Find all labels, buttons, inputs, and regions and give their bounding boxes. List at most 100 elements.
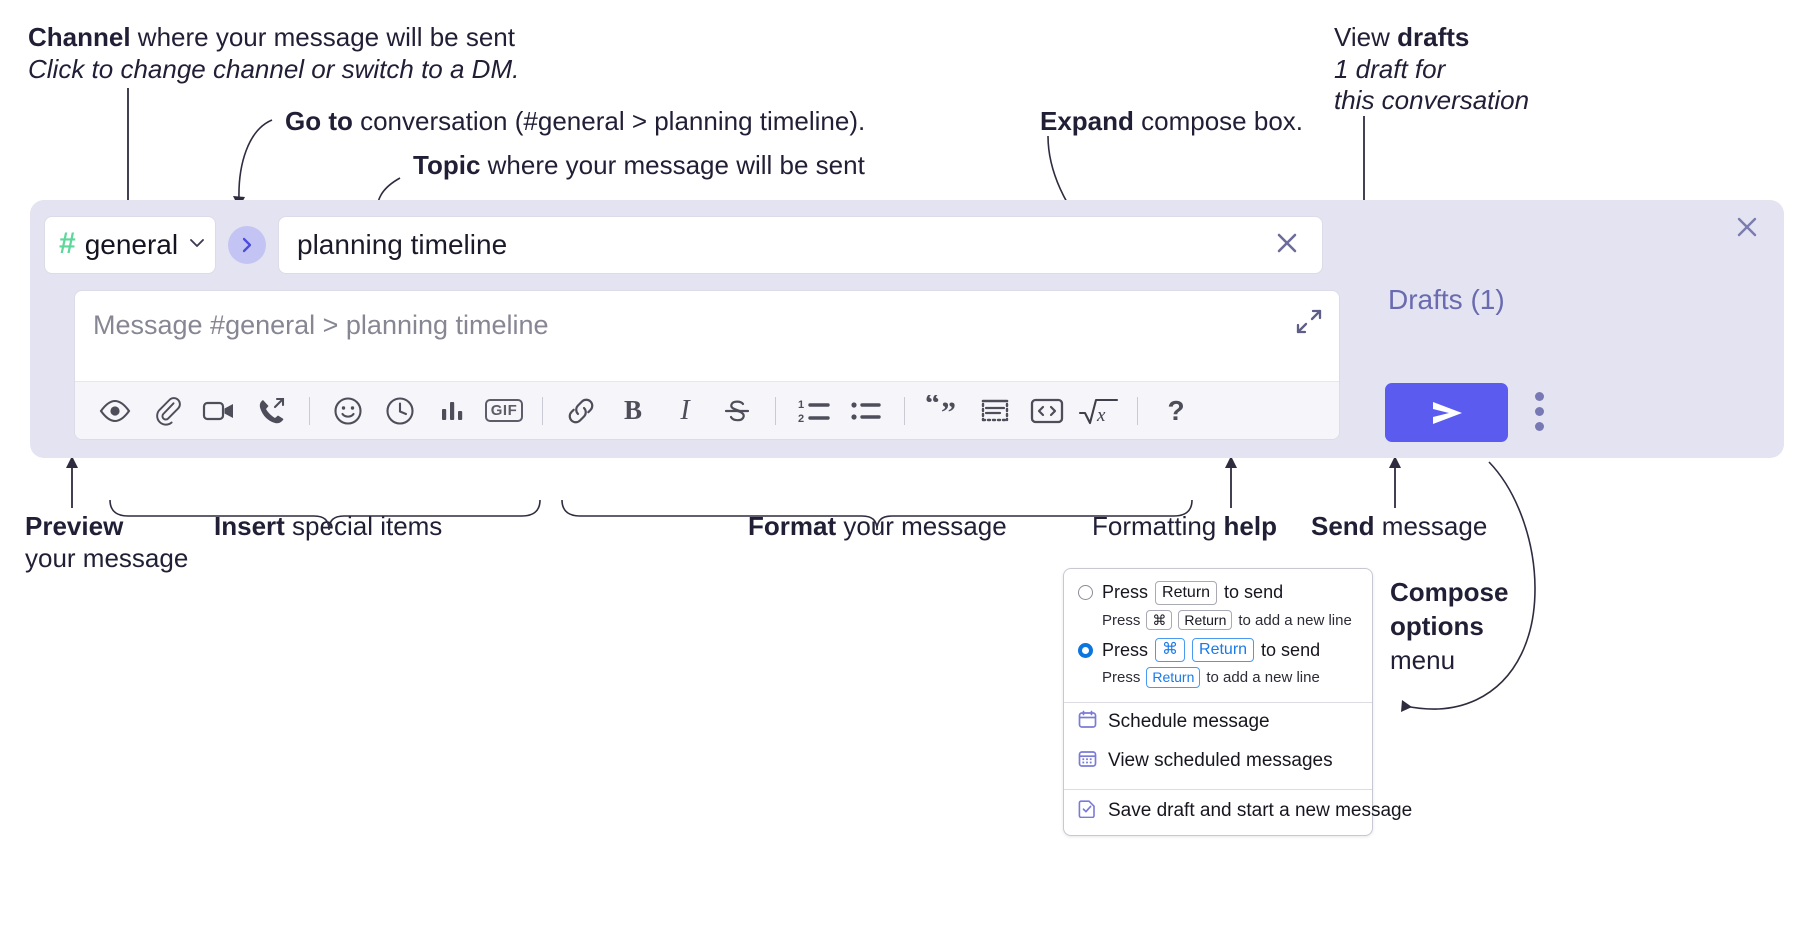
channel-selector-button[interactable]: # general	[44, 216, 216, 274]
code-block-icon[interactable]	[969, 389, 1021, 433]
annotation-channel-sub: Click to change channel or switch to a D…	[28, 53, 520, 84]
svg-text:x: x	[1096, 405, 1106, 426]
annotation-drafts-sub2: this conversation	[1334, 85, 1530, 116]
gif-icon[interactable]: GIF	[478, 389, 530, 433]
toolbar-divider	[542, 396, 543, 425]
annotation-topic-strong: Topic	[413, 150, 481, 180]
close-icon[interactable]	[1732, 212, 1762, 247]
annotation-topic-rest: where your message will be sent	[480, 150, 865, 180]
option2-prefix: Press	[1102, 639, 1149, 660]
bold-label: B	[623, 395, 642, 425]
menu-divider	[1064, 788, 1372, 790]
compose-options-menu-button[interactable]	[1535, 392, 1544, 431]
annotation-expand: Expand compose box.	[1040, 106, 1303, 138]
annotation-send-strong: Send	[1311, 511, 1375, 541]
video-camera-icon[interactable]	[193, 389, 245, 433]
send-option-return-sub: Press ⌘ Return to add a new line	[1064, 607, 1372, 637]
expand-compose-icon[interactable]	[1293, 305, 1325, 342]
option1-sub-key-return: Return	[1178, 609, 1233, 631]
bulleted-list-icon[interactable]	[840, 389, 892, 433]
annotation-expand-rest: compose box.	[1133, 106, 1304, 136]
formatting-help-icon[interactable]: ?	[1150, 389, 1202, 433]
calendar-grid-icon	[1078, 749, 1097, 774]
toolbar-divider	[309, 396, 310, 425]
go-to-conversation-button[interactable]	[228, 226, 266, 264]
annotation-goto: Go to conversation (#general > planning …	[285, 106, 865, 138]
menu-item-view-scheduled[interactable]: View scheduled messages	[1064, 742, 1372, 781]
code-icon[interactable]	[1021, 389, 1073, 433]
preview-eye-icon[interactable]	[89, 389, 141, 433]
radio-unselected-icon[interactable]	[1078, 585, 1093, 601]
annotation-drafts-sub1: 1 draft for	[1334, 53, 1446, 84]
drafts-link[interactable]: Drafts (1)	[1388, 284, 1505, 315]
kebab-dot	[1535, 392, 1544, 401]
send-paper-plane-icon	[1432, 401, 1462, 424]
audio-call-icon[interactable]	[245, 389, 297, 433]
svg-text:1: 1	[798, 399, 804, 411]
math-icon[interactable]: x	[1073, 389, 1125, 433]
send-option-cmd-return-label: Press ⌘ Return to send	[1102, 638, 1320, 663]
option1-key-return: Return	[1155, 581, 1218, 605]
annotation-compose-options: Compose options menu	[1390, 576, 1508, 677]
annotation-channel-rest: where your message will be sent	[130, 22, 515, 52]
menu-item-view-scheduled-label: View scheduled messages	[1108, 750, 1333, 772]
message-input-box[interactable]: Message #general > planning timeline	[74, 290, 1340, 440]
poll-bar-chart-icon[interactable]	[426, 389, 478, 433]
chevron-down-icon	[187, 233, 207, 258]
toolbar-divider	[904, 396, 905, 425]
menu-item-schedule-label: Schedule message	[1108, 711, 1270, 733]
annotation-compose-line1: Compose	[1390, 577, 1509, 607]
option1-prefix: Press	[1102, 582, 1149, 603]
annotation-send-rest: message	[1374, 511, 1488, 541]
italic-icon[interactable]: I	[659, 389, 711, 433]
strikethrough-icon[interactable]	[711, 389, 763, 433]
annotation-help-strong: help	[1223, 511, 1277, 541]
option2-sub-suffix: to add a new line	[1206, 669, 1320, 687]
option1-suffix: to send	[1224, 582, 1284, 603]
annotation-preview-sub: your message	[25, 542, 189, 573]
channel-name-label: general	[84, 229, 179, 260]
annotation-preview-strong: Preview	[25, 511, 124, 541]
emoji-smiley-icon[interactable]	[322, 389, 374, 433]
option2-key-return: Return	[1192, 638, 1255, 663]
annotation-compose-line2: options	[1390, 610, 1484, 641]
option2-sub-prefix: Press	[1102, 669, 1141, 687]
annotation-drafts-strong: drafts	[1397, 22, 1470, 52]
send-option-cmd-return-sub: Press Return to add a new line	[1064, 664, 1372, 694]
send-option-return[interactable]: Press Return to send	[1064, 579, 1372, 607]
annotation-send: Send message	[1311, 511, 1487, 543]
topic-input[interactable]: planning timeline	[278, 216, 1323, 274]
message-placeholder: Message #general > planning timeline	[93, 310, 549, 340]
send-button[interactable]	[1385, 383, 1508, 442]
attachment-paperclip-icon[interactable]	[141, 389, 193, 433]
send-option-cmd-return[interactable]: Press ⌘ Return to send	[1064, 636, 1372, 664]
option2-key-cmd: ⌘	[1155, 638, 1186, 663]
italic-label: I	[680, 394, 690, 426]
clear-topic-icon[interactable]	[1270, 226, 1304, 265]
link-icon[interactable]	[555, 389, 607, 433]
radio-selected-icon[interactable]	[1078, 642, 1093, 658]
option1-sub-prefix: Press	[1102, 611, 1141, 629]
kebab-dot	[1535, 422, 1544, 431]
topic-value: planning timeline	[297, 229, 508, 260]
clock-icon[interactable]	[374, 389, 426, 433]
hash-icon: #	[59, 227, 76, 260]
annotation-goto-rest: conversation (#general > planning timeli…	[352, 106, 866, 136]
bold-icon[interactable]: B	[607, 389, 659, 433]
blockquote-icon[interactable]: “”	[917, 389, 969, 433]
annotation-preview: Preview your message	[25, 511, 188, 574]
toolbar-divider	[775, 396, 776, 425]
compose-options-menu: Press Return to send Press ⌘ Return to a…	[1063, 568, 1412, 836]
toolbar-divider	[1137, 396, 1138, 425]
annotation-goto-strong: Go to	[285, 106, 353, 136]
help-label: ?	[1167, 394, 1185, 426]
annotation-channel-strong: Channel	[28, 22, 131, 52]
gif-label: GIF	[484, 399, 524, 422]
menu-divider	[1064, 701, 1372, 703]
menu-item-save-draft[interactable]: Save draft and start a new message	[1064, 790, 1412, 835]
menu-item-schedule-message[interactable]: Schedule message	[1064, 703, 1372, 742]
menu-item-save-draft-label: Save draft and start a new message	[1108, 800, 1413, 822]
